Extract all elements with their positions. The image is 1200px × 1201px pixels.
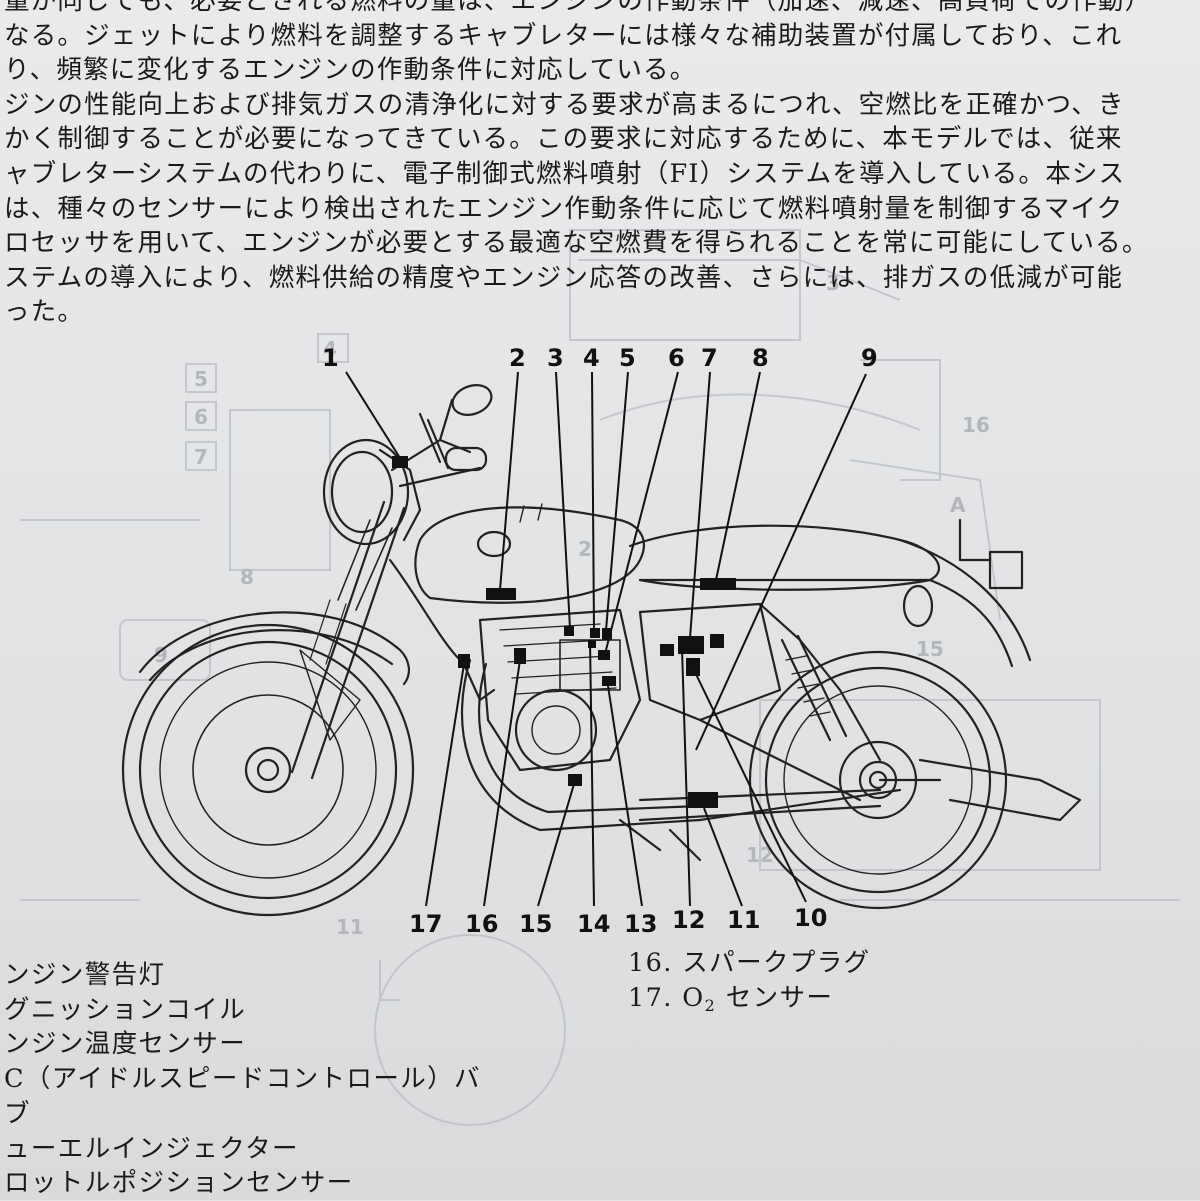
paragraph-line: なる。ジェットにより燃料を調整するキャブレターには様々な補助装置が付属しており、… [4, 20, 1123, 51]
legend-item: C（アイドルスピードコントロール）バ [4, 1064, 481, 1095]
tail-light [988, 550, 1024, 590]
callout-number: 8 [752, 344, 769, 372]
ghost-label: 2 [578, 537, 592, 561]
legend-item: ューエルインジェクター [4, 1133, 299, 1164]
callout-number: 4 [583, 344, 600, 372]
callout-number: 11 [727, 906, 761, 934]
muffler [878, 758, 1082, 822]
ghost-label: A [950, 493, 966, 517]
legend-item-17: 17. O2 センサー [628, 981, 871, 1024]
ghost-label: 4 [323, 337, 337, 361]
front-wheel [121, 623, 415, 917]
rear-wheel [748, 650, 1008, 910]
ghost-label: 6 [194, 405, 208, 429]
ghost-label: 11 [336, 915, 364, 939]
ghost-label: 15 [916, 637, 944, 661]
callout-number: 7 [701, 344, 718, 372]
seat [628, 524, 941, 582]
front-fender [138, 611, 410, 686]
callout-number: 10 [794, 904, 828, 932]
callout-number: 17 [409, 910, 443, 938]
ghost-label: 16 [962, 413, 990, 437]
ghost-label: 3 [826, 271, 840, 295]
callout-number: 2 [509, 344, 526, 372]
rear-shock [780, 634, 848, 742]
legend-text: O [682, 982, 705, 1013]
callout-number: 1 [322, 344, 339, 372]
ghost-label: 8 [240, 565, 254, 589]
mirror [451, 384, 493, 416]
callout-number: 9 [861, 344, 878, 372]
paragraph-line: ステムの導入により、燃料供給の精度やエンジン応答の改善、さらには、排ガスの低減が… [4, 262, 1124, 293]
legend-item: ロットルポジションセンサー [4, 1168, 354, 1199]
callout-number: 16 [465, 910, 499, 938]
legend-right-column: 16. スパークプラグ 17. O2 センサー [628, 946, 871, 1023]
legend-text: センサー [716, 982, 834, 1013]
paragraph-line: かく制御することが必要になってきている。この要求に対応するために、本モデルでは、… [4, 124, 1123, 155]
paragraph-line: った。 [4, 297, 85, 328]
paragraph-line: ャブレターシステムの代わりに、電子制御式燃料噴射（FI）システムを導入している。… [4, 158, 1126, 189]
legend-number: 16. [628, 948, 673, 978]
legend-subscript: 2 [704, 995, 717, 1015]
crankcase-cover [514, 688, 598, 772]
paragraph-line: ジンの性能向上および排気ガスの清浄化に対する要求が高まるにつれ、空燃比を正確かつ… [4, 89, 1125, 120]
paragraph-line: 量が同じでも、必要とされる燃料の量は、エンジンの作動条件（加速、減速、高負荷での… [4, 0, 1152, 16]
legend-item: グニッションコイル [4, 994, 247, 1025]
callout-number: 12 [672, 906, 706, 934]
callout-number: 14 [577, 910, 611, 938]
engine [478, 608, 642, 772]
paragraph-line: り、頻繁に変化するエンジンの作動条件に対応している。 [4, 55, 697, 86]
callout-number: 13 [624, 910, 658, 938]
callout-number: 5 [619, 344, 636, 372]
exhaust-pipe [460, 658, 902, 832]
legend-item: ンジン警告灯 [4, 960, 166, 990]
ghost-label: 5 [194, 367, 208, 391]
headlight [322, 438, 410, 546]
callout-number: 6 [668, 344, 685, 372]
legend-number: 17. [628, 982, 673, 1013]
legend-item: ブ [4, 1098, 31, 1129]
intro-paragraph: 量が同じでも、必要とされる燃料の量は、エンジンの作動条件（加速、減速、高負荷での… [4, 0, 1200, 330]
legend-item: ンジン温度センサー [4, 1029, 247, 1060]
ghost-label: 7 [194, 445, 208, 469]
paragraph-line: ロセッサを用いて、エンジンが必要とする最適な空燃費を得られることを常に可能にして… [4, 228, 1149, 259]
side-cover [638, 602, 782, 722]
legend-item-16: 16. スパークプラグ [628, 946, 871, 981]
legend-left-column: ンジン警告灯 グニッションコイル ンジン温度センサー C（アイドルスピードコント… [4, 958, 481, 1201]
legend-text: スパークプラグ [682, 948, 871, 978]
paragraph-line: は、種々のセンサーにより検出されたエンジン作動条件に応じて燃料噴射量を制御するマ… [4, 193, 1124, 224]
callout-number: 15 [519, 910, 553, 938]
callout-number: 3 [547, 344, 564, 372]
fuel-tank [414, 506, 646, 604]
